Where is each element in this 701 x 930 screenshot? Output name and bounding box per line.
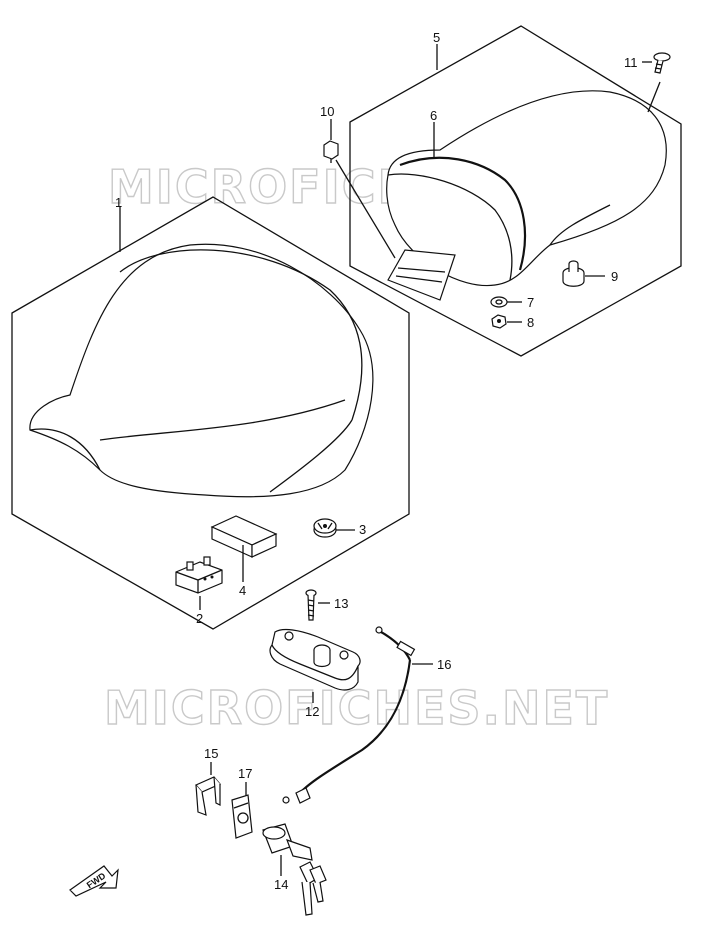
nut: [491, 314, 507, 329]
callout-13: 13: [334, 596, 348, 611]
callout-7: 7: [527, 295, 534, 310]
rubber-pad: [210, 515, 278, 558]
fwd-arrow: FWD: [69, 865, 119, 897]
callout-3: 3: [359, 522, 366, 537]
callout-16: 16: [437, 657, 451, 672]
callout-6: 6: [430, 108, 437, 123]
seat-lock-assembly: [269, 628, 361, 691]
callout-11: 11: [624, 55, 638, 70]
callout-14: 14: [274, 877, 288, 892]
clip-15: [195, 776, 221, 816]
bolt-10-leader: [335, 159, 396, 259]
callout-9: 9: [611, 269, 618, 284]
retainer-17: [231, 794, 253, 839]
grommet: [313, 518, 337, 538]
lock-cable: [282, 626, 416, 804]
callout-17: 17: [238, 766, 252, 781]
callout-10: 10: [320, 104, 334, 119]
rear-seat-group-outline: [349, 25, 682, 357]
screw-13: [305, 589, 317, 621]
callout-1: 1: [115, 195, 122, 210]
leader-lines: [119, 44, 661, 876]
screw-11: [653, 52, 671, 74]
rubber-cushion: [562, 260, 585, 287]
stopper-block: [175, 556, 223, 594]
seat-group-outline: [11, 196, 410, 630]
callout-4: 4: [239, 583, 246, 598]
callout-2: 2: [196, 611, 203, 626]
callout-12: 12: [305, 704, 319, 719]
callout-5: 5: [433, 30, 440, 45]
bolt-10: [323, 140, 339, 163]
callout-8: 8: [527, 315, 534, 330]
watermark-bottom: MICROFICHES.NET: [104, 681, 609, 735]
callout-15: 15: [204, 746, 218, 761]
front-seat: [29, 243, 374, 498]
lock-cylinder-with-keys: [262, 823, 327, 916]
washer: [490, 296, 508, 308]
rear-seat-bracket: [387, 249, 456, 301]
